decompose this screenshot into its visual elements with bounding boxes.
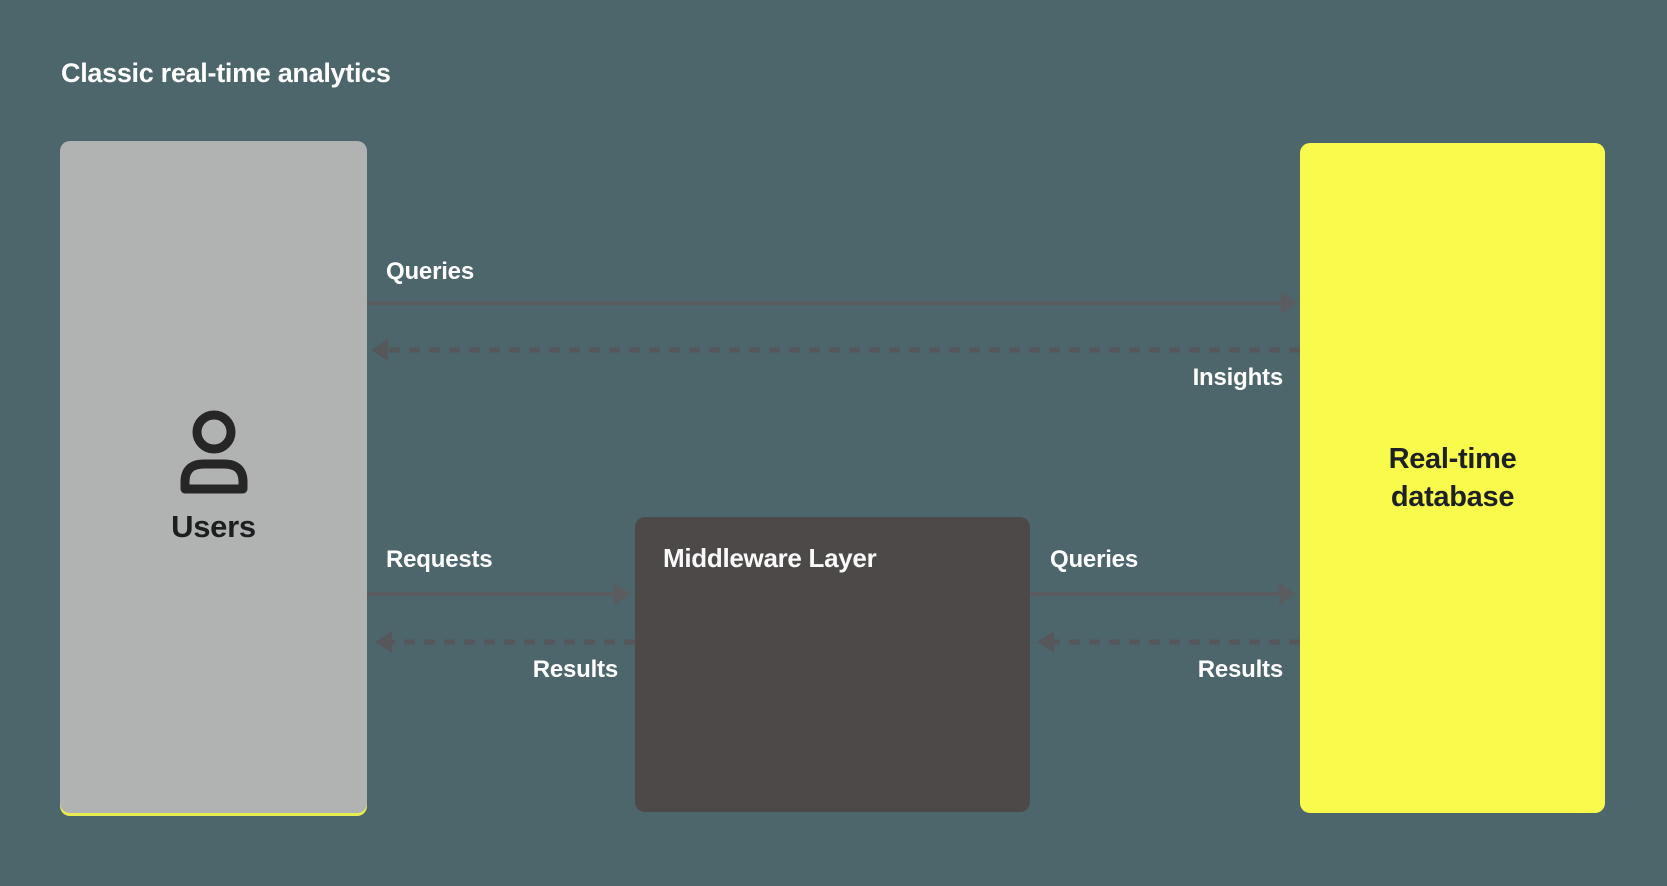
arrow-requests <box>367 583 631 605</box>
arrow-results-left <box>375 631 635 653</box>
arrow-label-insights: Insights <box>1192 364 1284 391</box>
node-middleware: Middleware Layer <box>635 517 1030 812</box>
arrow-label-results-left: Results <box>532 656 618 683</box>
arrow-results-right <box>1037 631 1300 653</box>
arrow-queries-top <box>367 292 1298 314</box>
node-database-label: Real-time database <box>1388 442 1517 513</box>
arrow-label-queries-top: Queries <box>386 258 474 285</box>
diagram-title: Classic real-time analytics <box>61 58 391 88</box>
node-database: Real-time database <box>1300 143 1605 813</box>
arrow-insights <box>371 339 1300 361</box>
node-users: Users <box>60 141 367 813</box>
node-middleware-label: Middleware Layer <box>663 543 877 573</box>
arrow-label-queries-right: Queries <box>1050 546 1138 573</box>
arrow-label-results-right: Results <box>1197 656 1283 683</box>
arrow-queries-right <box>1030 583 1296 605</box>
user-icon <box>180 410 247 494</box>
node-users-label: Users <box>171 509 256 544</box>
arrow-label-requests: Requests <box>386 546 493 573</box>
